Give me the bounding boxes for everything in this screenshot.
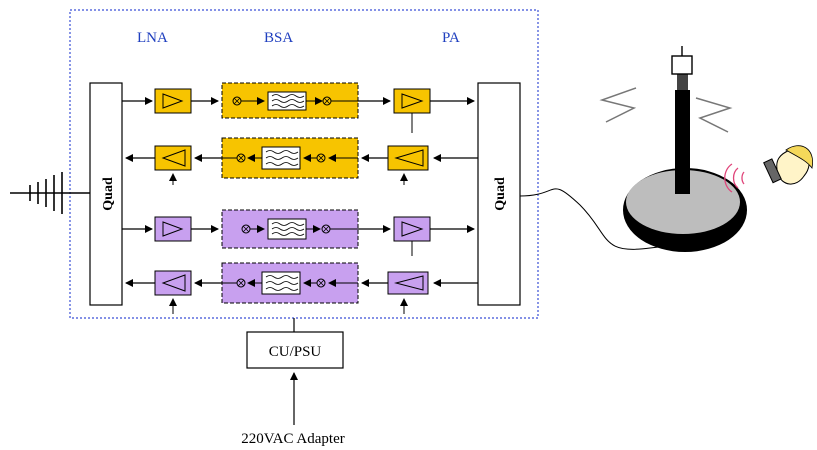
row-1: [122, 82, 475, 133]
pa-label: PA: [442, 30, 460, 46]
lna-amplifier-2: [154, 145, 192, 171]
bsa-label: BSA: [264, 30, 293, 46]
power-adapter-label: 220VAC Adapter: [241, 431, 344, 447]
quad-right-label: Quad: [493, 177, 508, 211]
cu-psu-box: [246, 331, 344, 369]
cu-psu-label: CU/PSU: [269, 344, 322, 360]
repeater-enclosure: [69, 9, 539, 319]
antenna-cable: [519, 188, 721, 250]
quad-left-label: Quad: [101, 177, 116, 211]
amplifier-icon: [162, 93, 184, 109]
lna-label: LNA: [137, 30, 168, 46]
pa-amplifier-3: [393, 216, 431, 242]
mobile-user-icon: [724, 145, 814, 193]
base-station-antenna-icon: [623, 46, 747, 252]
pa-amplifier-1: [393, 88, 431, 114]
lna-amplifier-4: [154, 270, 192, 296]
antenna-array-icon: [10, 172, 90, 214]
row-4: [125, 262, 478, 314]
lna-amplifier-1: [154, 88, 192, 114]
wireless-signal-icon: [599, 87, 733, 133]
quad-right: [477, 82, 521, 306]
row-2: [125, 137, 478, 185]
row-3: [122, 209, 475, 256]
pa-amplifier-4: [387, 271, 429, 295]
pa-amplifier-2: [387, 145, 429, 171]
quad-left: [89, 82, 123, 306]
lna-amplifier-3: [154, 216, 192, 242]
